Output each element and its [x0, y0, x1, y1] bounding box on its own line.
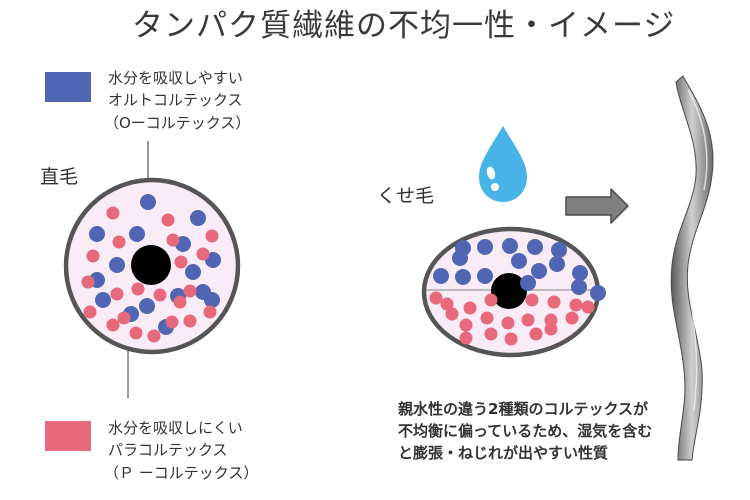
para-cortex-cell	[544, 313, 558, 327]
para-cortex-cell	[117, 311, 131, 325]
ortho-cortex-cell	[452, 250, 468, 266]
para-cortex-cell	[147, 329, 161, 343]
para-cortex-cell	[196, 247, 210, 261]
page-title: タンパク質繊維の不均一性・イメージ	[132, 8, 676, 44]
para-cortex-cell	[129, 326, 143, 340]
para-cortex-cell	[504, 332, 518, 346]
ortho-cortex-cell	[527, 239, 543, 255]
para-cortex-cell	[174, 255, 188, 269]
para-cortex-cell	[166, 233, 180, 247]
para-cortex-cell	[459, 318, 473, 332]
curly-hair-cross-section	[421, 226, 606, 358]
para-cortex-cell	[153, 288, 167, 302]
ortho-cortex-cell	[571, 279, 587, 295]
ortho-cortex-cell	[590, 285, 606, 301]
ortho-cortex-cell	[95, 292, 111, 308]
ortho-cortex-cell	[477, 268, 493, 284]
ortho-cortex-cell	[455, 269, 471, 285]
water-drop-icon	[479, 126, 527, 202]
legend-ortho-line-3: （Oーコルテックス）	[104, 114, 251, 132]
para-cortex-cell	[565, 311, 579, 325]
para-cortex-cell	[205, 229, 219, 243]
para-cortex-cell	[183, 284, 197, 298]
para-cortex-cell	[440, 297, 454, 311]
description-line-2: 不均衡に偏っているため、湿気を含む	[398, 422, 653, 440]
para-cortex-cell	[173, 295, 187, 309]
para-cortex-cell	[484, 327, 498, 341]
para-cortex-cell	[183, 314, 197, 328]
legend-para-line-1: 水分を吸収しにくい	[108, 419, 243, 437]
legend-swatch-ortho	[45, 72, 91, 102]
para-cortex-cell	[463, 301, 477, 315]
para-cortex-cell	[429, 291, 443, 305]
para-cortex-cell	[110, 287, 124, 301]
ortho-cortex-cell	[572, 265, 588, 281]
ortho-cortex-cell	[502, 238, 518, 254]
para-cortex-cell	[547, 295, 561, 309]
para-cortex-cell	[86, 249, 100, 263]
para-cortex-cell	[106, 206, 120, 220]
ortho-cortex-cell	[109, 257, 125, 273]
description-line-3: と膨張・ねじれが出やすい性質	[398, 444, 609, 462]
para-cortex-cell	[445, 307, 459, 321]
para-cortex-cell	[459, 331, 473, 345]
ortho-cortex-cell	[140, 194, 156, 210]
ortho-cortex-cell	[89, 226, 105, 242]
legend-ortho-line-2: オルトコルテックス	[108, 91, 243, 109]
para-cortex-cell	[165, 315, 179, 329]
legend-swatch-para	[45, 421, 91, 451]
para-cortex-cell	[131, 282, 145, 296]
ortho-cortex-cell	[190, 210, 206, 226]
para-cortex-cell	[525, 293, 539, 307]
para-cortex-cell	[81, 275, 95, 289]
para-cortex-cell	[106, 318, 120, 332]
para-cortex-cell	[112, 235, 126, 249]
ortho-cortex-cell	[129, 226, 145, 242]
para-cortex-cell	[480, 311, 494, 325]
ortho-cortex-cell	[551, 242, 567, 258]
para-cortex-cell	[569, 298, 583, 312]
twisted-hair-strand-icon	[670, 75, 714, 461]
para-cortex-cell	[521, 313, 535, 327]
para-cortex-cell	[484, 293, 498, 307]
ortho-cortex-cell	[511, 253, 527, 269]
ortho-cortex-cell	[204, 292, 220, 308]
para-cortex-cell	[529, 327, 543, 341]
medulla-curly	[491, 273, 527, 309]
ortho-cortex-cell	[520, 275, 536, 291]
ortho-cortex-cell	[139, 298, 155, 314]
legend-ortho-line-1: 水分を吸収しやすい	[108, 69, 243, 87]
para-cortex-cell	[501, 316, 515, 330]
ortho-cortex-cell	[433, 268, 449, 284]
para-cortex-cell	[581, 300, 595, 314]
ortho-cortex-cell	[185, 264, 201, 280]
para-cortex-cell	[544, 322, 558, 336]
right-arrow-icon	[565, 188, 629, 224]
ortho-cortex-cell	[477, 239, 493, 255]
legend-para-line-2: パラコルテックス	[108, 441, 228, 459]
description-line-1: 親水性の違う2種類のコルテックスが	[398, 400, 648, 418]
legend-para-line-3: （Ｐ ーコルテックス）	[104, 464, 259, 482]
straight-hair-label: 直毛	[40, 166, 79, 188]
medulla	[131, 245, 171, 285]
para-cortex-cell	[203, 305, 217, 319]
ortho-cortex-cell	[531, 263, 547, 279]
curly-hair-label: くせ毛	[377, 185, 435, 207]
para-cortex-cell	[83, 305, 97, 319]
para-cortex-cell	[161, 213, 175, 227]
ortho-cortex-cell	[549, 256, 565, 272]
straight-hair-cross-section	[63, 177, 241, 355]
